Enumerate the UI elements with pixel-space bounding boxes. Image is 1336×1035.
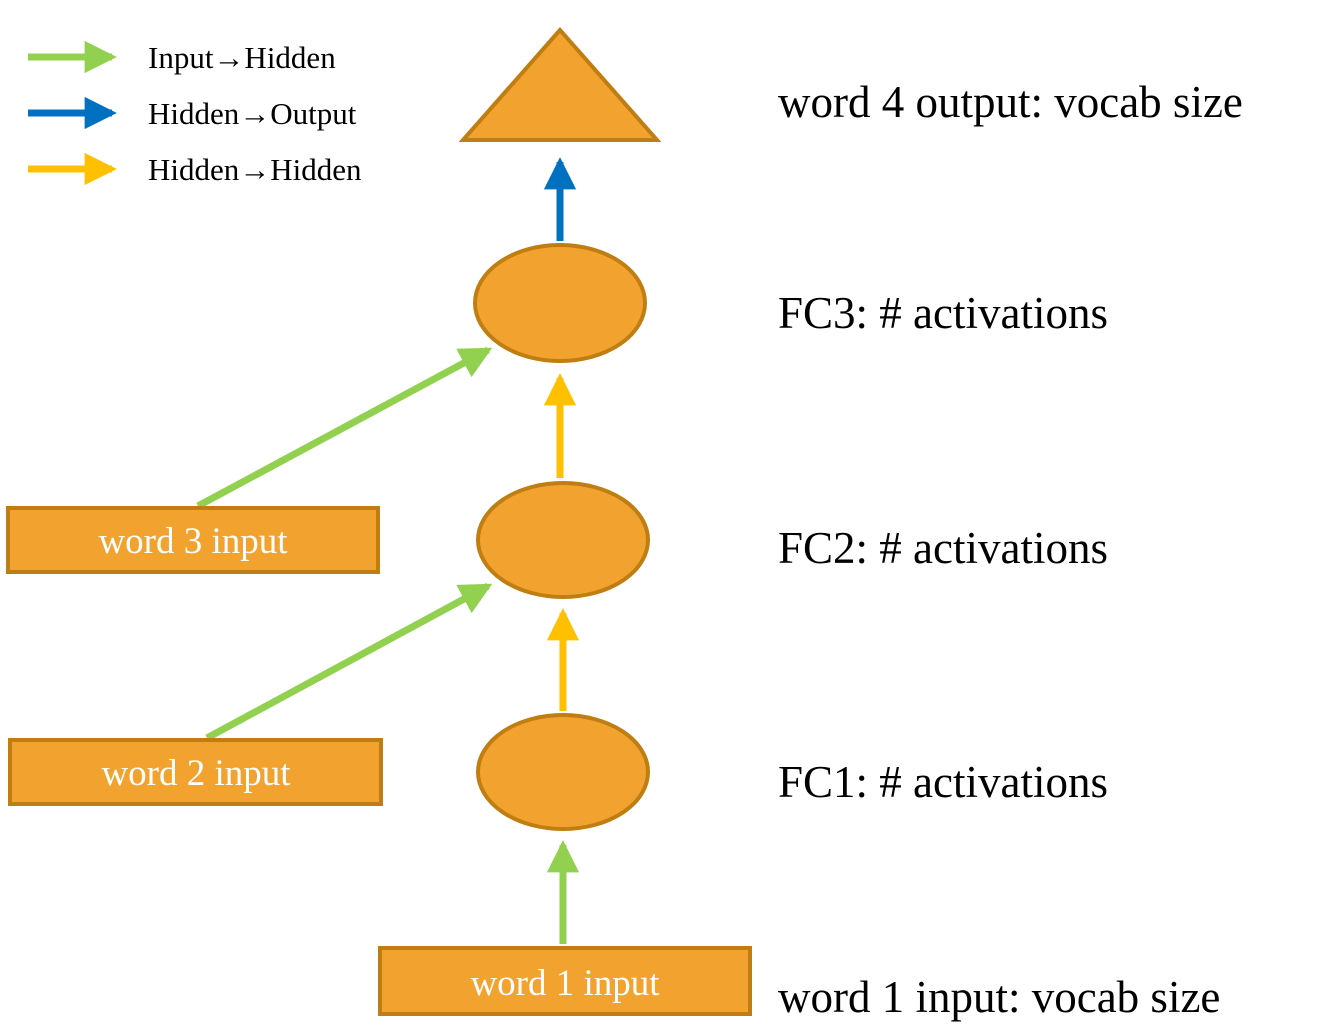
fc1-node xyxy=(476,713,650,831)
word3-input-box: word 3 input xyxy=(6,506,380,574)
label-word4-output: word 4 output: vocab size xyxy=(778,77,1243,127)
legend-label-input-hidden: Input→Hidden xyxy=(148,40,336,75)
word1-input-box: word 1 input xyxy=(378,946,752,1016)
fc3-node xyxy=(473,243,647,363)
word3-input-label: word 3 input xyxy=(98,521,288,562)
fc2-node xyxy=(476,481,650,599)
label-fc3: FC3: # activations xyxy=(778,288,1108,338)
legend-label-hidden-hidden: Hidden→Hidden xyxy=(148,152,362,187)
legend-label-hidden-output: Hidden→Output xyxy=(148,96,357,131)
label-fc2: FC2: # activations xyxy=(778,523,1108,573)
word2-input-box: word 2 input xyxy=(8,738,383,806)
output-triangle xyxy=(458,26,662,142)
word2-input-label: word 2 input xyxy=(101,753,291,794)
arrow-word2-to-fc2 xyxy=(205,582,493,742)
label-fc1: FC1: # activations xyxy=(778,757,1108,807)
legend: Input→Hidden Hidden→Output Hidden→Hidden xyxy=(28,40,362,187)
arrow-word3-to-fc3 xyxy=(196,346,493,510)
label-word1-input: word 1 input: vocab size xyxy=(778,972,1220,1022)
word1-input-label: word 1 input xyxy=(470,963,660,1004)
